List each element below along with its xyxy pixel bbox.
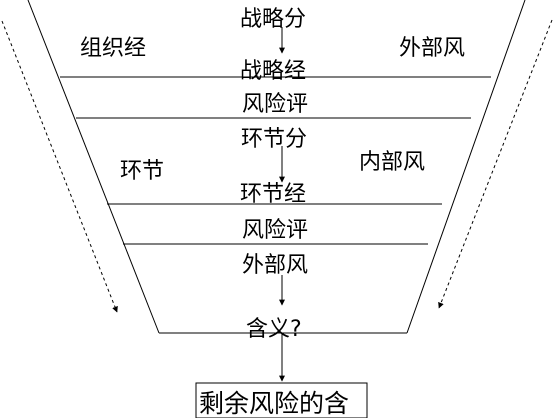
- label-center-2: 战略经: [240, 59, 306, 84]
- label-mid-right: 内部风: [359, 150, 425, 175]
- funnel-left-edge: [27, 0, 160, 334]
- side-arrows: [1, 19, 553, 313]
- label-center-4: 环节分: [241, 127, 307, 152]
- label-center-3: 风险评: [242, 92, 308, 117]
- funnel-dividers: [60, 76, 491, 245]
- label-center-8: 含义?: [246, 317, 302, 342]
- label-center-6: 风险评: [242, 218, 308, 243]
- funnel-right-edge: [406, 0, 526, 334]
- label-mid-left: 环节: [120, 159, 164, 184]
- left-dashed-arrow: [1, 20, 118, 313]
- bottom-box: [195, 382, 368, 418]
- label-top-left: 组织经: [80, 36, 146, 61]
- right-dashed-arrow: [438, 19, 553, 309]
- label-center-1: 战略分: [240, 7, 306, 32]
- label-center-7: 外部风: [242, 253, 308, 278]
- label-bottom-box: 剩余风险的含: [199, 389, 349, 418]
- funnel-outline: [27, 0, 526, 334]
- label-top-right: 外部风: [399, 36, 465, 61]
- label-center-5: 环节经: [240, 182, 306, 207]
